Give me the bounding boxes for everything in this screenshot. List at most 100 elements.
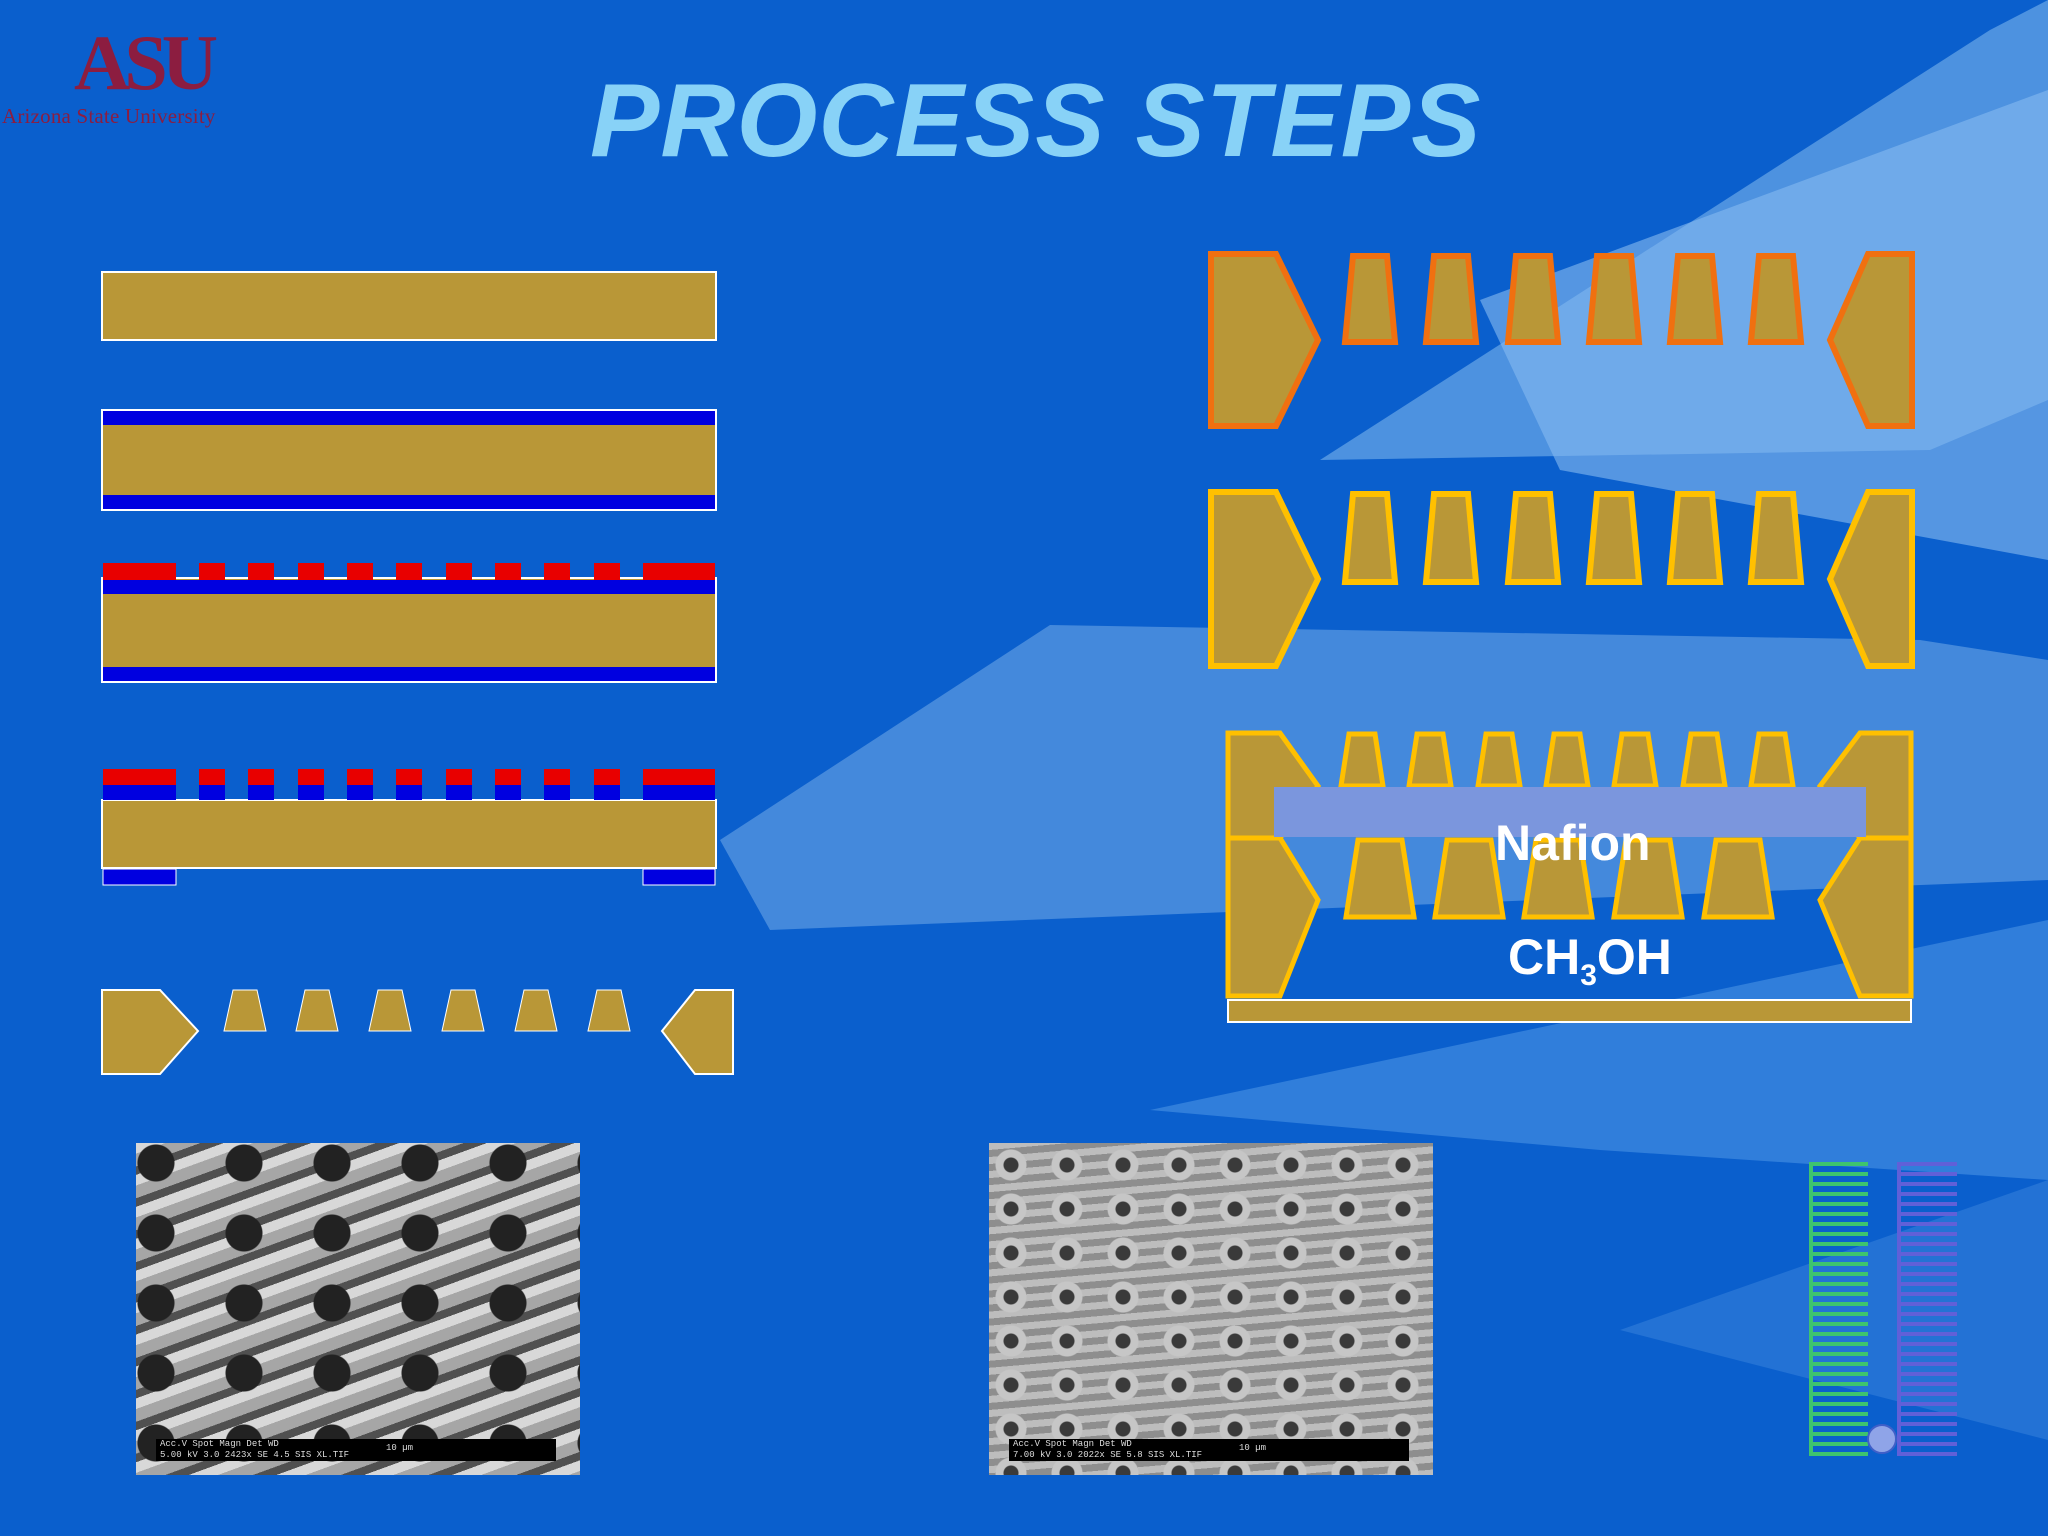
step4-mask-left — [103, 785, 176, 800]
sem-image-1-info: Acc.V Spot Magn Det WD 5.00 kV 3.0 2423x… — [156, 1439, 556, 1461]
stripe-purple — [1897, 1322, 1957, 1326]
cell-top-finger — [1748, 731, 1796, 789]
stripe-green — [1809, 1432, 1868, 1436]
stripe-purple — [1897, 1392, 1957, 1396]
stripe-purple — [1897, 1402, 1957, 1406]
stripe-green — [1809, 1412, 1868, 1416]
step3-substrate — [101, 577, 717, 683]
stripe-purple — [1897, 1352, 1957, 1356]
step4-mask-dot — [544, 785, 570, 800]
cell-bottom-right — [1817, 835, 1914, 999]
yellow-finger — [1422, 491, 1480, 585]
orange-finger — [1422, 253, 1480, 345]
step4-mask-dot — [396, 785, 422, 800]
methanol-label: CH3OH — [1508, 928, 1672, 993]
step3-resist-dot — [594, 563, 620, 580]
stripe-purple — [1897, 1222, 1957, 1226]
slide-title: PROCESS STEPS — [590, 63, 1482, 179]
step4-mask-right — [643, 785, 715, 800]
stripe-green — [1809, 1372, 1868, 1376]
step3-resist-dot — [544, 563, 570, 580]
orange-finger — [1585, 253, 1643, 345]
stripe-purple — [1897, 1252, 1957, 1256]
stripe-green — [1809, 1182, 1868, 1186]
stripe-purple — [1897, 1192, 1957, 1196]
stripe-purple — [1897, 1232, 1957, 1236]
sem-image-2-scale: 10 µm — [1239, 1443, 1267, 1453]
step3-resist-dot — [446, 563, 472, 580]
stripe-green — [1809, 1402, 1868, 1406]
stripe-purple — [1897, 1262, 1957, 1266]
stripe-knob — [1867, 1424, 1897, 1454]
step3-resist-right — [643, 563, 715, 580]
stripe-green — [1809, 1392, 1868, 1396]
stripe-purple — [1897, 1382, 1957, 1386]
step4-resist-dot — [544, 769, 570, 785]
stripe-purple — [1897, 1272, 1957, 1276]
orange-finger — [1341, 253, 1399, 345]
yellow-electrode-left — [1208, 489, 1322, 669]
step5-finger — [295, 989, 339, 1032]
stripe-green — [1809, 1342, 1868, 1346]
nafion-label: Nafion — [1495, 815, 1651, 871]
step4-resist-left — [103, 769, 176, 785]
step5-finger — [441, 989, 485, 1032]
orange-finger — [1747, 253, 1805, 345]
sem-image-1-meta-1: Acc.V Spot Magn Det WD — [160, 1439, 279, 1449]
yellow-finger — [1747, 491, 1805, 585]
cell-bottom-finger — [1611, 837, 1685, 920]
stripe-purple — [1897, 1242, 1957, 1246]
stripe-green — [1809, 1452, 1868, 1456]
stripe-green-rail — [1809, 1162, 1813, 1456]
step4-resist-dot — [396, 769, 422, 785]
step3-resist-dot — [298, 563, 324, 580]
step3-resist-dot — [347, 563, 373, 580]
step5-finger — [514, 989, 558, 1032]
cell-top-finger — [1338, 731, 1386, 789]
stripe-green — [1809, 1382, 1868, 1386]
stripe-green — [1809, 1352, 1868, 1356]
step4-resist-dot — [446, 769, 472, 785]
stripe-green — [1809, 1202, 1868, 1206]
asu-logo-name: Arizona State University — [2, 104, 216, 128]
yellow-finger — [1585, 491, 1643, 585]
cell-bottom-finger — [1701, 837, 1775, 920]
stripe-purple — [1897, 1422, 1957, 1426]
cell-bottom-left — [1225, 835, 1321, 999]
stripe-green — [1809, 1282, 1868, 1286]
stripe-purple — [1897, 1362, 1957, 1366]
step3-bottom-mask — [103, 667, 715, 681]
cell-bottom-finger — [1521, 837, 1595, 920]
step4-resist-dot — [495, 769, 521, 785]
step3-resist-left — [103, 563, 176, 580]
step2-top-mask — [103, 411, 715, 425]
step5-finger — [368, 989, 412, 1032]
orange-finger — [1504, 253, 1562, 345]
stripe-green — [1809, 1272, 1868, 1276]
step5-finger — [587, 989, 631, 1032]
sem-image-1-scale: 10 µm — [386, 1443, 414, 1453]
stripe-purple — [1897, 1302, 1957, 1306]
step4-resist-right — [643, 769, 715, 785]
stripe-purple — [1897, 1312, 1957, 1316]
yellow-finger — [1341, 491, 1399, 585]
yellow-finger — [1504, 491, 1562, 585]
stripe-purple — [1897, 1212, 1957, 1216]
sem-image-2: Acc.V Spot Magn Det WD 7.00 kV 3.0 2022x… — [989, 1143, 1433, 1475]
step4-mask-dot — [199, 785, 225, 800]
orange-finger — [1666, 253, 1724, 345]
cell-bottom-finger — [1432, 837, 1506, 920]
stripe-green — [1809, 1232, 1868, 1236]
sem-image-2-info: Acc.V Spot Magn Det WD 7.00 kV 3.0 2022x… — [1009, 1439, 1409, 1461]
stripe-purple — [1897, 1182, 1957, 1186]
step4-substrate — [101, 799, 717, 869]
stripe-purple — [1897, 1452, 1957, 1456]
methanol-subscript: 3 — [1580, 959, 1597, 992]
step3-resist-dot — [396, 563, 422, 580]
yellow-electrode-right — [1826, 489, 1915, 669]
cell-top-finger — [1475, 731, 1523, 789]
step4-mask-dot — [594, 785, 620, 800]
stripe-purple-rail — [1897, 1162, 1901, 1456]
step4-resist-dot — [347, 769, 373, 785]
